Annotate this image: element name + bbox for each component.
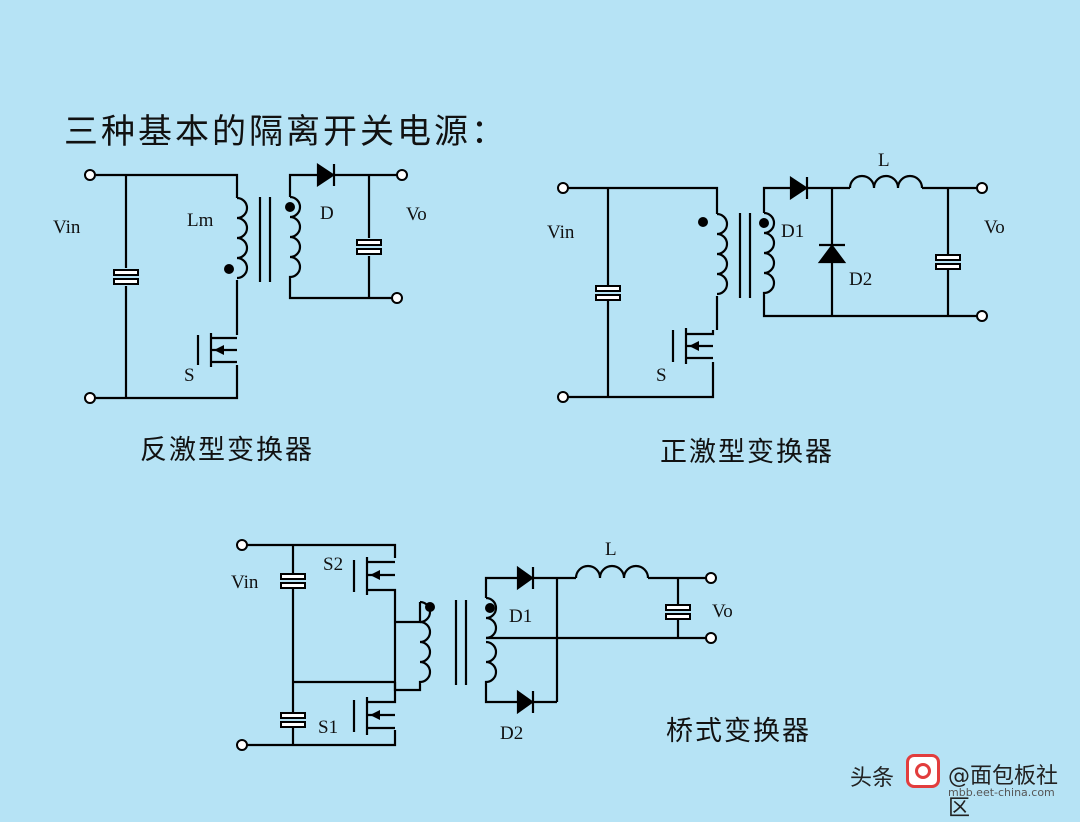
forward-secondary-dot bbox=[759, 218, 769, 228]
flyback-diode bbox=[316, 162, 335, 188]
watermark-url: mbb.eet-china.com bbox=[948, 786, 1055, 799]
flyback-d-label: D bbox=[320, 203, 334, 224]
forward-caption: 正激型变换器 bbox=[660, 437, 834, 468]
flyback-s-label: S bbox=[184, 365, 195, 386]
flyback-vo-bottom-terminal bbox=[391, 292, 403, 304]
bridge-vo-top-terminal bbox=[705, 572, 717, 584]
forward-vin-label: Vin bbox=[547, 222, 575, 243]
flyback-lm-label: Lm bbox=[187, 210, 214, 231]
bridge-s1-label: S1 bbox=[318, 717, 338, 738]
forward-vin-top-terminal bbox=[557, 182, 569, 194]
bridge-upper-capacitor bbox=[280, 573, 306, 580]
bridge-circuit bbox=[243, 543, 711, 747]
flyback-vo-label: Vo bbox=[406, 204, 427, 225]
bridge-vin-bottom-terminal bbox=[236, 739, 248, 751]
flyback-vin-label: Vin bbox=[53, 217, 81, 238]
forward-diode-d2 bbox=[817, 244, 847, 264]
flyback-input-capacitor bbox=[113, 269, 139, 276]
bridge-d2-label: D2 bbox=[500, 723, 523, 744]
forward-switch-arrow bbox=[689, 341, 699, 351]
flyback-secondary-dot bbox=[285, 202, 295, 212]
bridge-diode-d2 bbox=[516, 689, 534, 715]
bridge-s1-arrow bbox=[370, 710, 380, 720]
page-title: 三种基本的隔离开关电源： bbox=[64, 112, 508, 152]
flyback-circuit bbox=[96, 173, 398, 400]
bridge-lower-capacitor bbox=[280, 712, 306, 719]
forward-vo-top-terminal bbox=[976, 182, 988, 194]
forward-input-capacitor bbox=[595, 285, 621, 292]
bridge-output-capacitor bbox=[665, 604, 691, 611]
watermark: 头条 @面包板社区 mbb.eet-china.com bbox=[848, 752, 1070, 821]
bridge-caption: 桥式变换器 bbox=[666, 716, 811, 747]
bridge-l-label: L bbox=[605, 539, 617, 560]
forward-output-capacitor bbox=[935, 254, 961, 261]
bridge-secondary-dot bbox=[485, 603, 495, 613]
flyback-caption: 反激型变换器 bbox=[140, 435, 314, 466]
bridge-primary-dot bbox=[425, 602, 435, 612]
watermark-prefix: 头条 bbox=[850, 766, 895, 791]
forward-vin-bottom-terminal bbox=[557, 391, 569, 403]
forward-diode-d1 bbox=[789, 175, 808, 201]
bridge-s2-arrow bbox=[370, 570, 380, 580]
forward-l-label: L bbox=[878, 150, 890, 171]
bridge-diode-d1 bbox=[516, 565, 534, 591]
flyback-switch-arrow bbox=[214, 345, 224, 355]
forward-vo-bottom-terminal bbox=[976, 310, 988, 322]
logo-icon bbox=[906, 754, 940, 788]
flyback-vin-bottom-terminal bbox=[84, 392, 96, 404]
forward-vo-label: Vo bbox=[984, 217, 1005, 238]
bridge-vo-bottom-terminal bbox=[705, 632, 717, 644]
flyback-output-capacitor bbox=[356, 239, 382, 246]
flyback-vin-top-terminal bbox=[84, 169, 96, 181]
forward-primary-dot bbox=[698, 217, 708, 227]
flyback-primary-dot bbox=[224, 264, 234, 274]
bridge-s2-label: S2 bbox=[323, 554, 343, 575]
forward-circuit bbox=[568, 174, 977, 399]
forward-d1-label: D1 bbox=[781, 221, 804, 242]
bridge-vo-label: Vo bbox=[712, 601, 733, 622]
bridge-vin-label: Vin bbox=[231, 572, 259, 593]
bridge-vin-top-terminal bbox=[236, 539, 248, 551]
flyback-vo-top-terminal bbox=[396, 169, 408, 181]
forward-s-label: S bbox=[656, 365, 667, 386]
bridge-d1-label: D1 bbox=[509, 606, 532, 627]
forward-d2-label: D2 bbox=[849, 269, 872, 290]
